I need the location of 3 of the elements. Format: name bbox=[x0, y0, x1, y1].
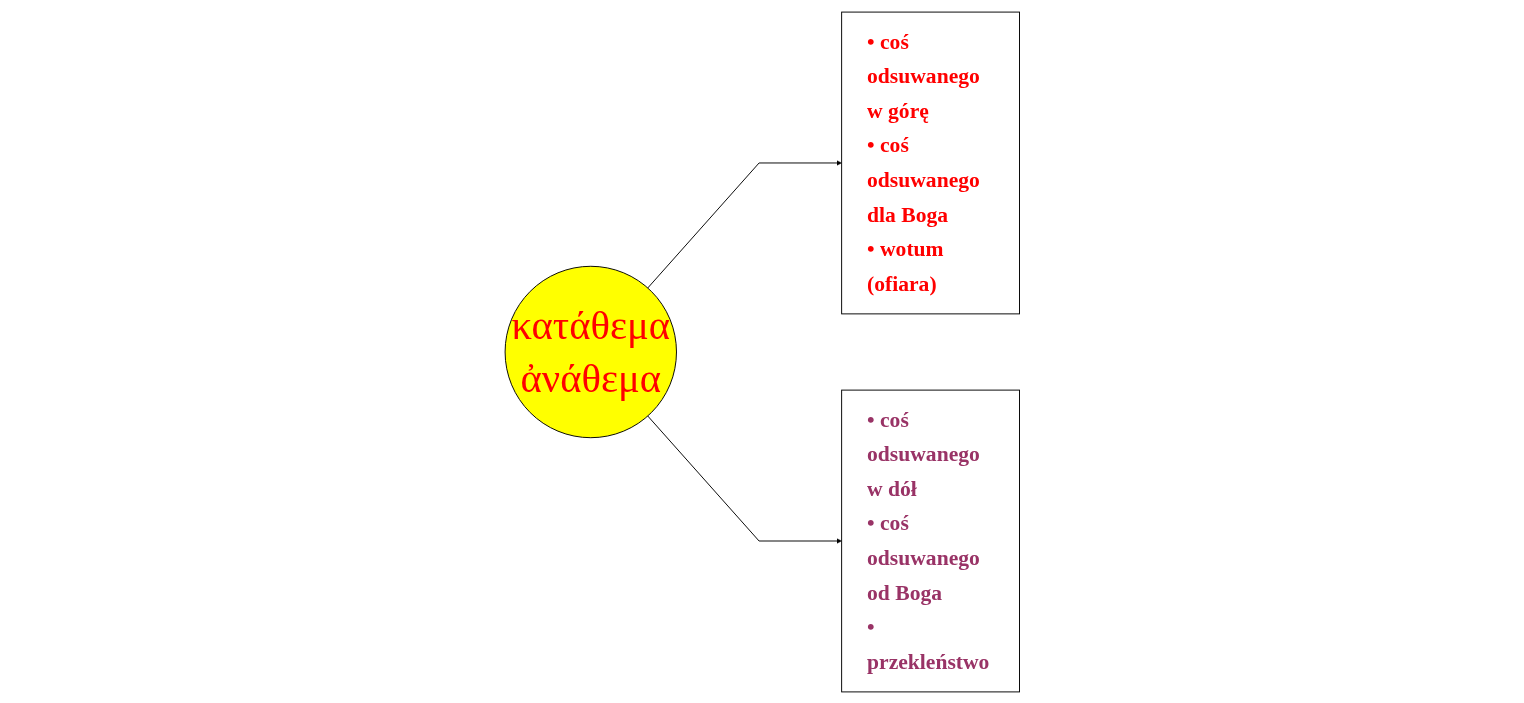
node-box: • coś odsuwanego w górę • coś odsuwanego dla Boga • wotum (ofiara) bbox=[840, 11, 1020, 314]
node-circle: κατάθεμα ἀνάθεμα bbox=[504, 265, 677, 438]
node-box: • coś odsuwanego w dół • coś odsuwanego od Boga • przekleństwo bbox=[840, 389, 1020, 692]
